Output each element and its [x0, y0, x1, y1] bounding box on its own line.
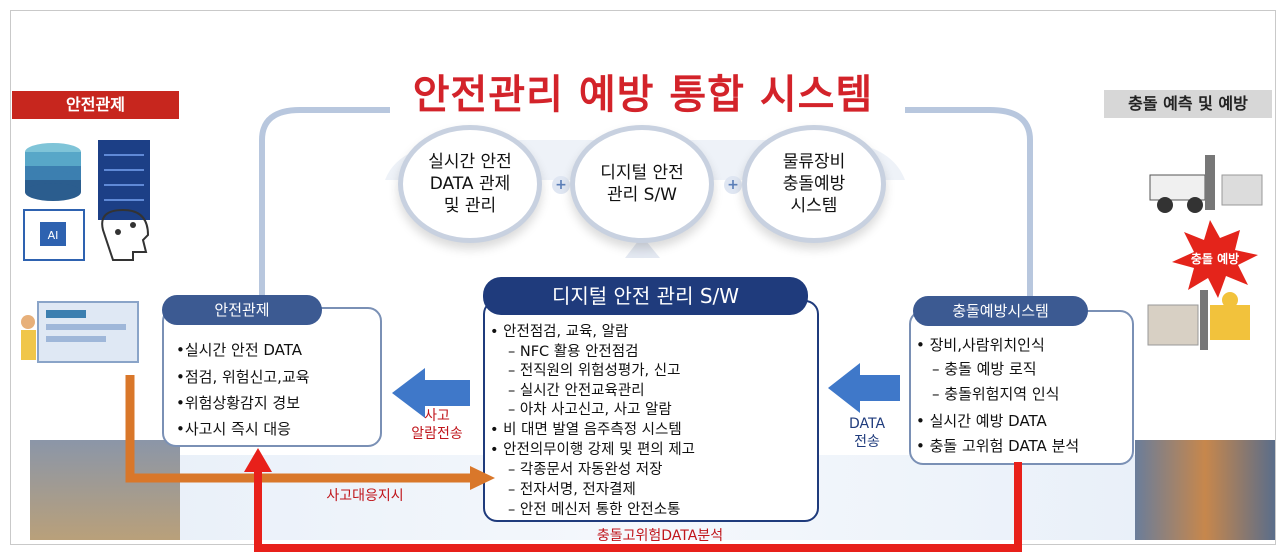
data-transmission-label: DATA 전송 — [848, 416, 886, 450]
center-panel-item: – 실시간 안전교육관리 — [508, 383, 645, 399]
right-panel-item: – 충돌 예방 로직 — [932, 360, 1037, 378]
red-path — [254, 462, 1022, 552]
circle-digital-sw-text: 디지털 안전 관리 S/W — [600, 163, 684, 205]
left-illustration: AI — [21, 140, 150, 363]
left-panel-item: •사고시 즉시 대응 — [176, 420, 291, 438]
right-section-label: 충돌 예측 및 예방 — [1104, 90, 1272, 118]
center-panel-item: • 안전점검, 교육, 알람 — [490, 324, 629, 340]
left-panel-item: •실시간 안전 DATA — [176, 341, 303, 359]
left-section-label: 안전관제 — [12, 91, 179, 119]
warehouse-photo — [1135, 440, 1275, 540]
right-illustration: 충돌 예방 — [1147, 155, 1263, 350]
ai-chip-icon: AI — [23, 209, 85, 261]
left-blue-arrow — [392, 368, 470, 418]
right-panel-item: • 장비,사람위치인식 — [916, 336, 1045, 354]
plus-icon: + — [552, 176, 570, 194]
center-panel-title: 디지털 안전 관리 S/W — [483, 277, 808, 315]
right-panel-item: – 충돌위험지역 인식 — [932, 385, 1060, 403]
circle-collision-prevention-text: 물류장비 충돌예방 시스템 — [782, 152, 846, 216]
orange-path — [125, 375, 470, 483]
collision-badge-label: 충돌 예방 — [1191, 251, 1239, 266]
left-panel — [162, 307, 382, 447]
circle-collision-prevention: 물류장비 충돌예방 시스템 — [742, 125, 886, 243]
person-icon — [21, 315, 36, 360]
left-panel-title: 안전관제 — [162, 295, 322, 325]
center-panel-item: – 전자서명, 전자결제 — [508, 482, 636, 498]
orange-arrowhead — [470, 466, 495, 490]
right-panel-title: 충돌예방시스템 — [913, 296, 1088, 326]
database-icon — [25, 143, 81, 201]
forklift-photo — [30, 440, 180, 540]
right-panel-item: • 실시간 예방 DATA — [916, 412, 1047, 430]
center-panel-item: – 각종문서 자동완성 저장 — [508, 462, 663, 478]
center-panel — [483, 300, 819, 522]
center-panel-item: – 안전 메신저 통한 안전소통 — [508, 502, 681, 518]
page-title: 안전관리 예방 통합 시스템 — [412, 72, 874, 118]
forklift-icon — [1149, 155, 1263, 213]
circle-digital-sw: 디지털 안전 관리 S/W — [570, 125, 714, 243]
center-panel-item: – NFC 활용 안전점검 — [508, 344, 639, 360]
left-panel-item: •점검, 위험신고,교육 — [176, 368, 310, 386]
collision-badge: 충돌 예방 — [1172, 220, 1258, 298]
collision-risk-analysis-label: 충돌고위험DATA분석 — [596, 528, 724, 544]
center-panel-item: – 전직원의 위험성평가, 신고 — [508, 363, 681, 379]
server-icon — [98, 140, 150, 220]
incident-response-label: 사고대응지시 — [326, 488, 404, 504]
ai-chip-label: AI — [48, 229, 59, 242]
right-blue-arrow — [828, 363, 900, 413]
center-panel-item: – 아차 사고신고, 사고 알람 — [508, 402, 672, 418]
center-panel-item: • 비 대면 발열 음주측정 시스템 — [490, 422, 682, 438]
center-panel-item: • 안전의무이행 강제 및 편의 제고 — [490, 442, 696, 458]
circle-safety-data-text: 실시간 안전 DATA 관제 및 관리 — [428, 152, 512, 216]
left-panel-item: •위험상황감지 경보 — [176, 394, 301, 412]
right-panel-item: • 충돌 고위험 DATA 분석 — [916, 437, 1080, 455]
forklift-operator-icon — [1147, 290, 1250, 350]
red-arrowhead — [244, 448, 272, 472]
monitor-icon — [37, 301, 139, 363]
plus-icon: + — [724, 176, 742, 194]
right-panel — [909, 310, 1134, 465]
circle-safety-data: 실시간 안전 DATA 관제 및 관리 — [398, 125, 542, 243]
brain-head-icon — [101, 208, 150, 261]
alarm-transmission-label: 사고 알람전송 — [411, 408, 463, 442]
